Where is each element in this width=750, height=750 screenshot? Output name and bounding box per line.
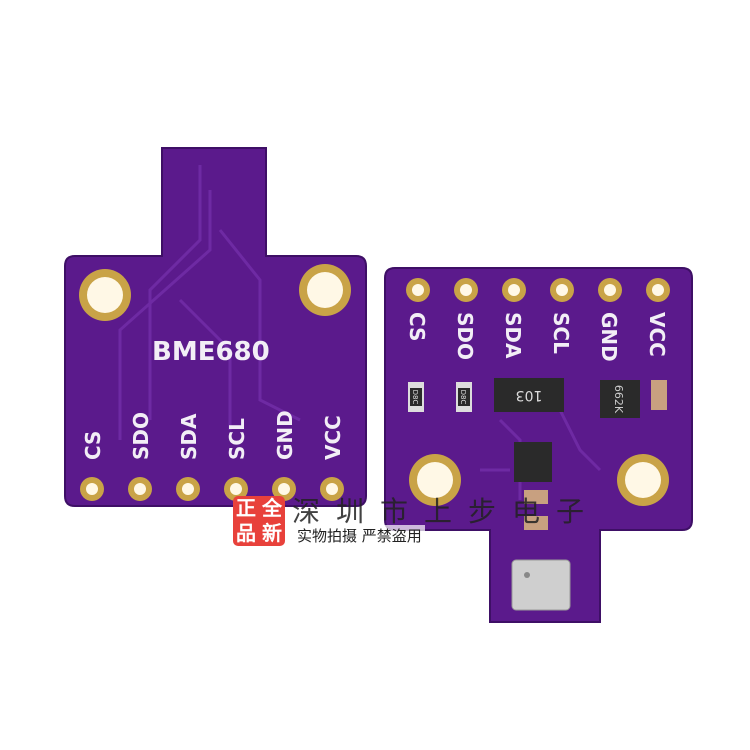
pin-label: GND xyxy=(273,410,297,460)
pin-label: VCC xyxy=(321,415,345,460)
pin-label: SDA xyxy=(501,312,525,359)
capacitor xyxy=(524,516,548,530)
pin-label: SDO xyxy=(129,412,153,460)
pin-label: VCC xyxy=(645,312,669,357)
pin-label: CS xyxy=(81,431,105,460)
left-pcb-board: BME680 CS SDO SDA SCL GND VCC xyxy=(64,147,367,507)
pin-gnd: GND xyxy=(597,278,622,362)
pin-label: SCL xyxy=(225,418,249,460)
svg-text:D8C: D8C xyxy=(411,390,419,405)
right-pcb-board: 103 662K D8C D8C CS SDO SDA SCL GND VCC xyxy=(384,267,693,623)
ic-chip xyxy=(514,442,552,482)
capacitor xyxy=(651,380,667,410)
resistor-1: D8C xyxy=(408,382,424,412)
pin-scl: SCL xyxy=(224,418,249,501)
pin-scl: SCL xyxy=(549,278,574,354)
pin-vcc: VCC xyxy=(320,415,345,501)
regulator: 662K xyxy=(600,380,640,418)
pin-sda: SDA xyxy=(501,278,526,359)
pin-sda: SDA xyxy=(176,413,201,501)
bme680-sensor xyxy=(511,559,571,611)
pin-vcc: VCC xyxy=(645,278,670,357)
resistor-array: 103 xyxy=(494,378,564,412)
pin-cs: CS xyxy=(405,278,430,341)
pin-label: CS xyxy=(405,312,429,341)
pin-gnd: GND xyxy=(272,410,297,501)
pin-label: SDA xyxy=(177,413,201,460)
board-title: BME680 xyxy=(152,337,270,367)
pin-cs: CS xyxy=(80,431,105,501)
watermark-note: 实物拍摄 严禁盗用 xyxy=(294,525,425,546)
pin-sdo: SDO xyxy=(128,412,153,501)
brand-logo: 正全品新 xyxy=(233,496,285,546)
resistor-2: D8C xyxy=(456,382,472,412)
pin-label: SDO xyxy=(453,312,477,360)
svg-text:D8C: D8C xyxy=(459,390,467,405)
pin-label: GND xyxy=(597,312,621,362)
regulator-marking: 662K xyxy=(612,385,625,414)
watermark-company: 深圳市上步电子 xyxy=(292,495,601,528)
pin-label: SCL xyxy=(549,312,573,354)
pin-sdo: SDO xyxy=(453,278,478,360)
resistor-array-marking: 103 xyxy=(516,387,543,403)
capacitor xyxy=(524,490,548,504)
